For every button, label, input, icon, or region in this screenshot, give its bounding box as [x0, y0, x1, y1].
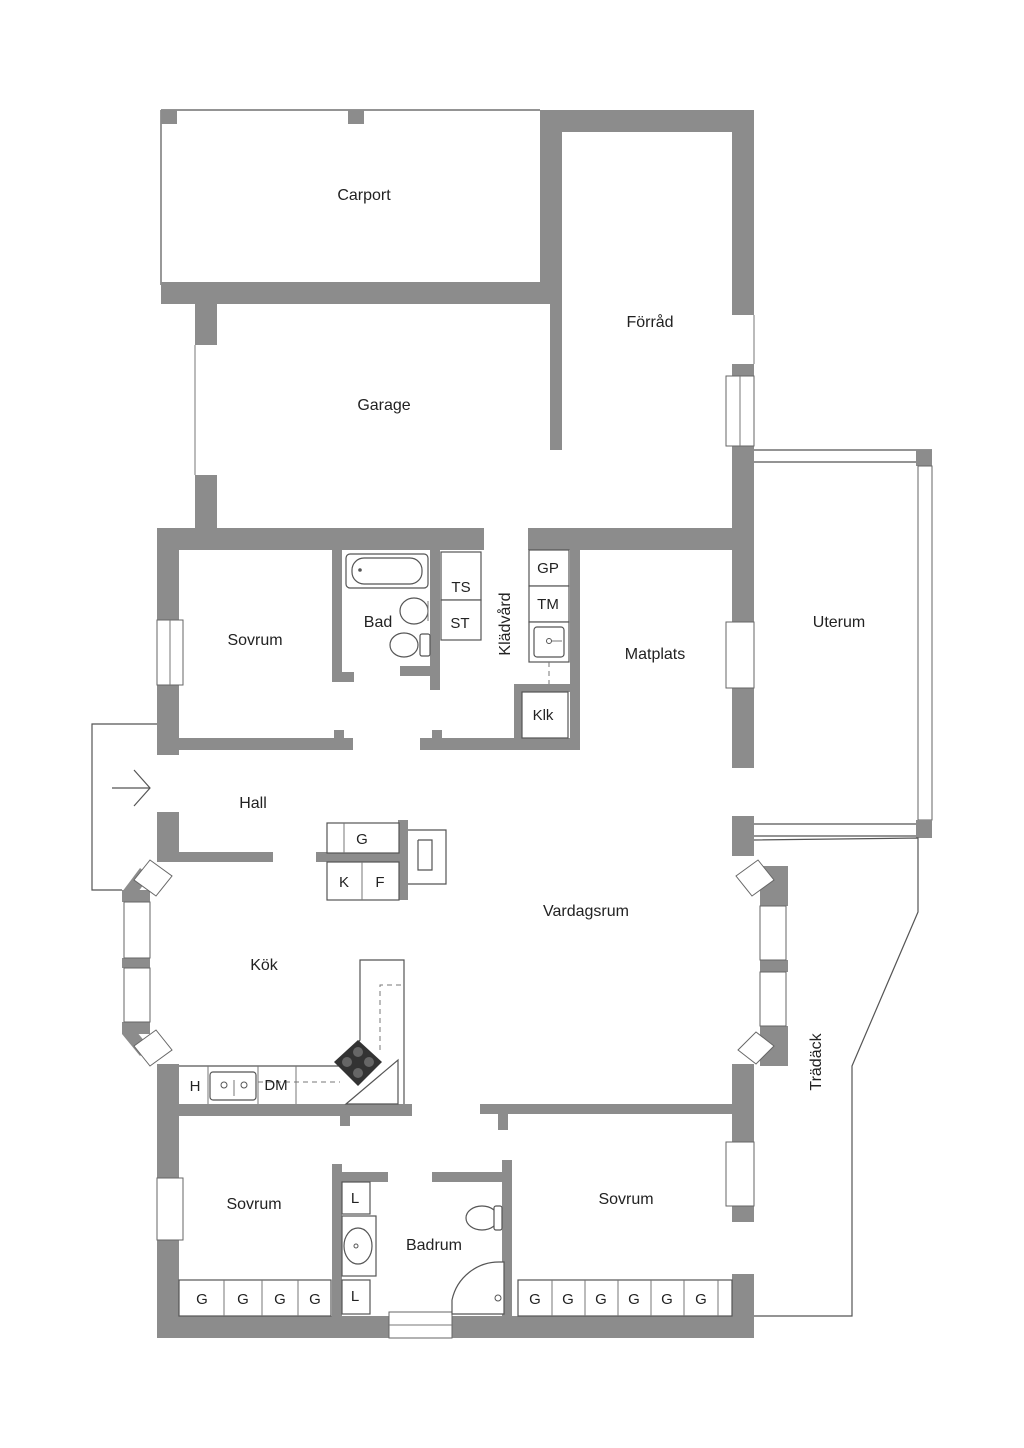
g-label-3: G	[274, 1291, 286, 1308]
tm-label: TM	[537, 596, 559, 613]
room-forrad: Förråd	[626, 313, 673, 331]
room-badrum: Badrum	[406, 1237, 462, 1254]
wardrobes-right	[517, 1279, 733, 1317]
room-kladvard: Klädvård	[496, 592, 514, 655]
l-label-bottom: L	[351, 1288, 359, 1305]
f-label: F	[375, 874, 384, 891]
hall-fixtures	[326, 822, 447, 901]
g-label-2: G	[237, 1291, 249, 1308]
kitchen-fixtures	[179, 959, 405, 1105]
g-label-hall: G	[356, 831, 368, 848]
dm-label: DM	[264, 1077, 287, 1094]
room-uterum: Uterum	[813, 614, 865, 631]
uterum-room	[754, 449, 933, 838]
interior-walls	[157, 540, 736, 1320]
tradack-deck	[753, 837, 919, 1317]
klk-label: Klk	[533, 707, 554, 724]
carport-area	[160, 109, 754, 304]
room-kok: Kök	[250, 957, 279, 974]
room-sovrum-1: Sovrum	[227, 632, 282, 649]
stove-icon	[334, 1040, 382, 1086]
g-label-8: G	[628, 1291, 640, 1308]
gp-label: GP	[537, 560, 559, 577]
room-hall: Hall	[239, 795, 267, 812]
room-tradack: Trädäck	[808, 1032, 825, 1090]
k-label: K	[339, 874, 349, 891]
bad-fixtures	[345, 551, 482, 658]
room-sovrum-3: Sovrum	[598, 1191, 653, 1208]
room-sovrum-2: Sovrum	[226, 1196, 281, 1213]
room-garage: Garage	[357, 397, 410, 414]
g-label-9: G	[661, 1291, 673, 1308]
g-label-10: G	[695, 1291, 707, 1308]
badrum-fixtures	[341, 1181, 505, 1315]
g-label-7: G	[595, 1291, 607, 1308]
st-label: ST	[450, 615, 469, 632]
room-vardagsrum: Vardagsrum	[543, 903, 629, 920]
windows	[123, 375, 787, 1339]
g-label-4: G	[309, 1291, 321, 1308]
g-label-1: G	[196, 1291, 208, 1308]
wardrobes-left	[178, 1279, 332, 1317]
ts-label: TS	[451, 579, 470, 596]
g-label-6: G	[562, 1291, 574, 1308]
kladvard-fixtures	[521, 549, 570, 739]
room-carport: Carport	[337, 187, 391, 204]
exterior-walls	[122, 110, 788, 1338]
entrance	[91, 723, 157, 891]
l-label-top: L	[351, 1190, 359, 1207]
room-bad: Bad	[364, 614, 392, 631]
g-label-5: G	[529, 1291, 541, 1308]
h-label: H	[190, 1078, 201, 1095]
room-matplats: Matplats	[625, 646, 685, 663]
